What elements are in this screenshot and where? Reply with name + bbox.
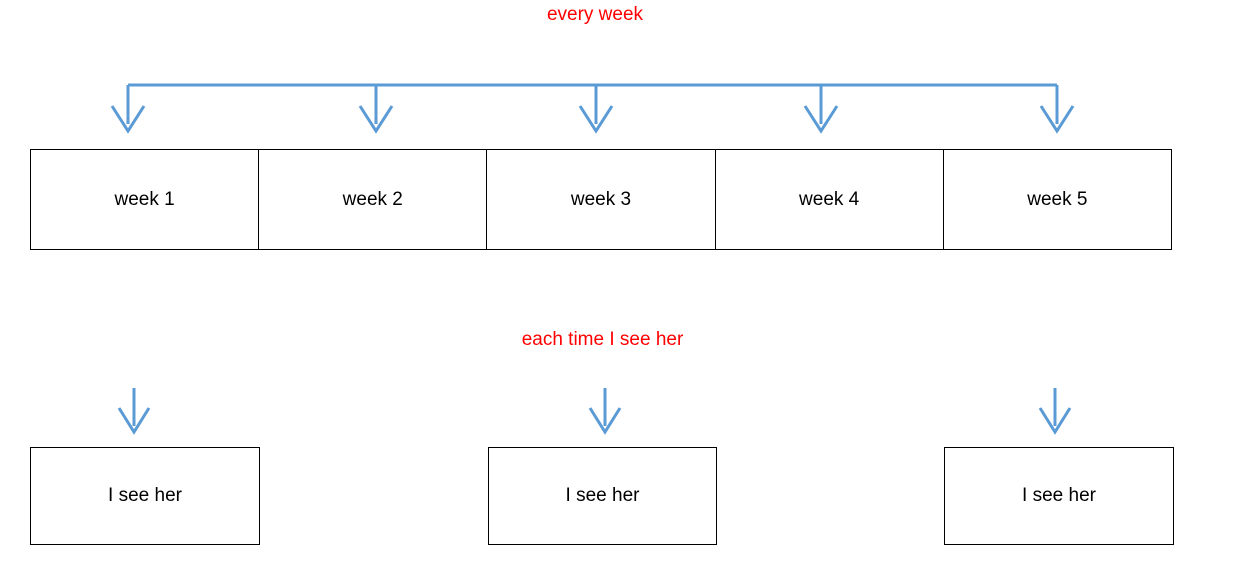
event-arrow-3 [1038,388,1072,435]
week-cell-1: week 1 [29,149,260,250]
timeline-arrow-week-2 [358,85,394,134]
timeline-arrow-week-5 [1039,85,1075,134]
timeline-arrow-week-1 [110,85,146,134]
week-cell-4: week 4 [714,149,944,250]
table-row: week 1 week 2 week 3 week 4 week 5 [29,149,1173,250]
week-cell-2: week 2 [258,149,488,250]
each-time-i-see-her-caption: each time I see her [521,329,684,350]
event-arrow-2 [588,388,622,435]
event-box-2: I see her [488,447,717,545]
week-timeline-table: week 1 week 2 week 3 week 4 week 5 [29,149,1173,250]
every-week-caption: every week [546,4,644,25]
event-arrow-1 [117,388,151,435]
event-box-1: I see her [30,447,260,545]
event-box-3: I see her [944,447,1174,545]
week-cell-3: week 3 [486,149,716,250]
timeline-arrow-week-4 [803,85,839,134]
timeline-arrow-week-3 [578,85,614,134]
week-cell-5: week 5 [942,149,1173,250]
